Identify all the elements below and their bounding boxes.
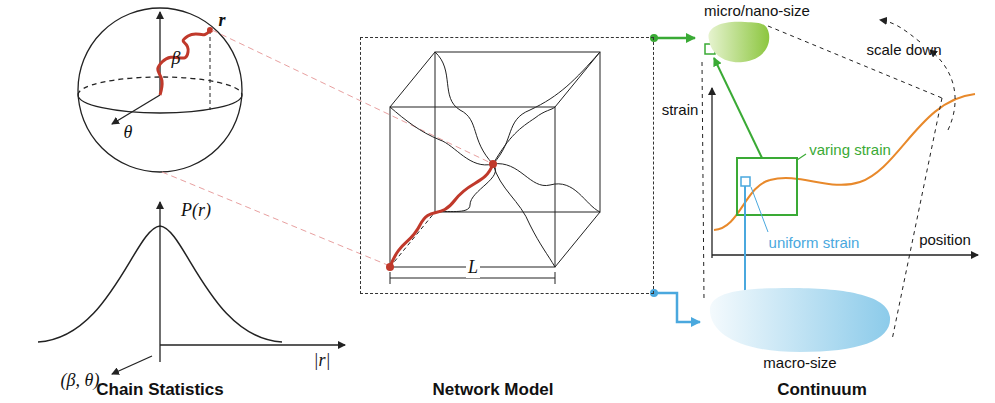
region-label: micro/nano-size	[704, 2, 810, 19]
angle-label: θ	[124, 122, 133, 143]
angle-label: β	[172, 48, 181, 69]
axis-label: P(r)	[181, 200, 211, 221]
panel-title: Network Model	[433, 380, 554, 400]
projection-lines	[162, 30, 493, 266]
strain-plot	[705, 44, 978, 328]
connector-dot	[650, 34, 658, 42]
axis-label: position	[919, 231, 971, 248]
vector-label: r	[218, 10, 225, 31]
callout-label: varing strain	[809, 141, 891, 158]
panel-title: Continuum	[777, 380, 867, 400]
micro-region: micro/nano-size	[695, 0, 820, 66]
macro-region: macro-size	[700, 282, 900, 382]
network-cube	[386, 52, 600, 284]
network-box: L	[360, 37, 654, 294]
region-label: macro-size	[763, 354, 836, 371]
connector-arrow	[654, 293, 700, 322]
note-label: scale down	[866, 41, 941, 58]
probability-plot	[38, 202, 345, 374]
dimension-label: L	[466, 257, 480, 278]
connector-dot	[650, 289, 658, 297]
axis-label: |r|	[314, 350, 331, 371]
axis-label: (β, θ)	[61, 370, 100, 391]
connector-arrow	[654, 37, 695, 40]
axis-label: strain	[662, 101, 699, 118]
callout-label: uniform strain	[769, 234, 860, 251]
panel-title: Chain Statistics	[96, 380, 224, 400]
